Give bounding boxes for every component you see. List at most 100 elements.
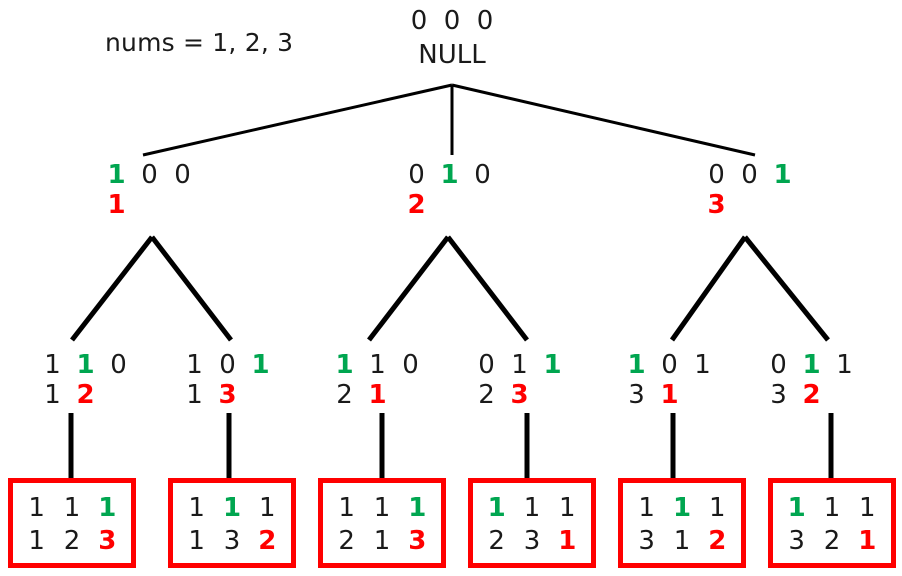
digit-cell: 1 [188,525,205,556]
digit-cell: 1 [63,492,81,523]
digit-cell: 3 [98,525,117,556]
digit-cell: 1 [44,350,61,380]
digit-cell: 1 [859,492,876,523]
digit-cell: 1 [660,380,679,410]
digit-cell: 2 [823,525,841,556]
digit-cell: 2 [336,380,353,410]
digit-cell: 2 [708,525,727,556]
digit-cell: 1 [773,160,792,190]
root-branch-line [142,83,453,157]
digit-cell: 2 [63,525,81,556]
digit-cell: 1 [858,525,877,556]
nums-caption: nums = 1, 2, 3 [105,28,293,57]
fork-right-line [743,235,830,342]
digit-cell: 0 [174,160,191,190]
path-row: 3 [700,190,799,220]
digit-cell: 3 [408,525,427,556]
digit-cell: 1 [511,350,528,380]
path-row: 2 [400,190,499,220]
digit-cell: 3 [707,190,726,220]
digit-cell: 1 [188,492,205,523]
digit-cell: 2 [407,190,426,220]
digit-cell: 0 [476,6,494,36]
nums-caption-label: nums = 1, 2, 3 [105,28,294,57]
digit-cell: 0 [219,350,236,380]
digit-cell: 1 [251,350,270,380]
digit-cell: 1 [672,492,692,523]
digit-cell: 3 [218,380,237,410]
digit-cell: 1 [787,492,806,523]
root-label: NULL [418,40,486,70]
digit-cell: 1 [638,492,655,523]
digit-cell: 1 [335,350,354,380]
root-branch-line [451,83,756,157]
digit-cell: 0 [474,160,491,190]
digit-cell: 1 [823,492,841,523]
digit-cell: 1 [440,160,459,190]
digit-cell: 1 [107,190,126,220]
digit-cell: 0 [141,160,158,190]
fork-left-line [669,235,748,342]
digit-cell: 1 [694,350,711,380]
digit-cell: 3 [628,380,645,410]
digit-cell: 1 [76,350,95,380]
digit-cell: 2 [338,525,355,556]
digit-cell: 1 [107,160,126,190]
digit-cell: 1 [487,492,506,523]
digit-cell: 3 [638,525,655,556]
digit-cell: 0 [408,160,425,190]
path-row: 1 [100,190,199,220]
digit-cell: 2 [488,525,505,556]
digit-cell: 0 [708,160,725,190]
digit-cell: 1 [558,525,577,556]
fork-left-line [70,235,154,342]
digit-cell: 0 [661,350,678,380]
digit-cell: 1 [543,350,562,380]
digit-cell: 0 [402,350,419,380]
digit-cell: 1 [186,350,203,380]
fork-right-line [446,235,529,342]
digit-cell: 0 [770,350,787,380]
digit-cell: 2 [258,525,277,556]
digit-cell: 0 [478,350,495,380]
digit-cell: 1 [28,492,45,523]
digit-cell: 3 [223,525,241,556]
digit-cell: 1 [186,380,203,410]
digit-cell: 1 [222,492,242,523]
digit-cell: 0 [410,6,428,36]
digit-cell: 3 [510,380,529,410]
digit-cell: 1 [44,380,61,410]
digit-cell: 2 [478,380,495,410]
